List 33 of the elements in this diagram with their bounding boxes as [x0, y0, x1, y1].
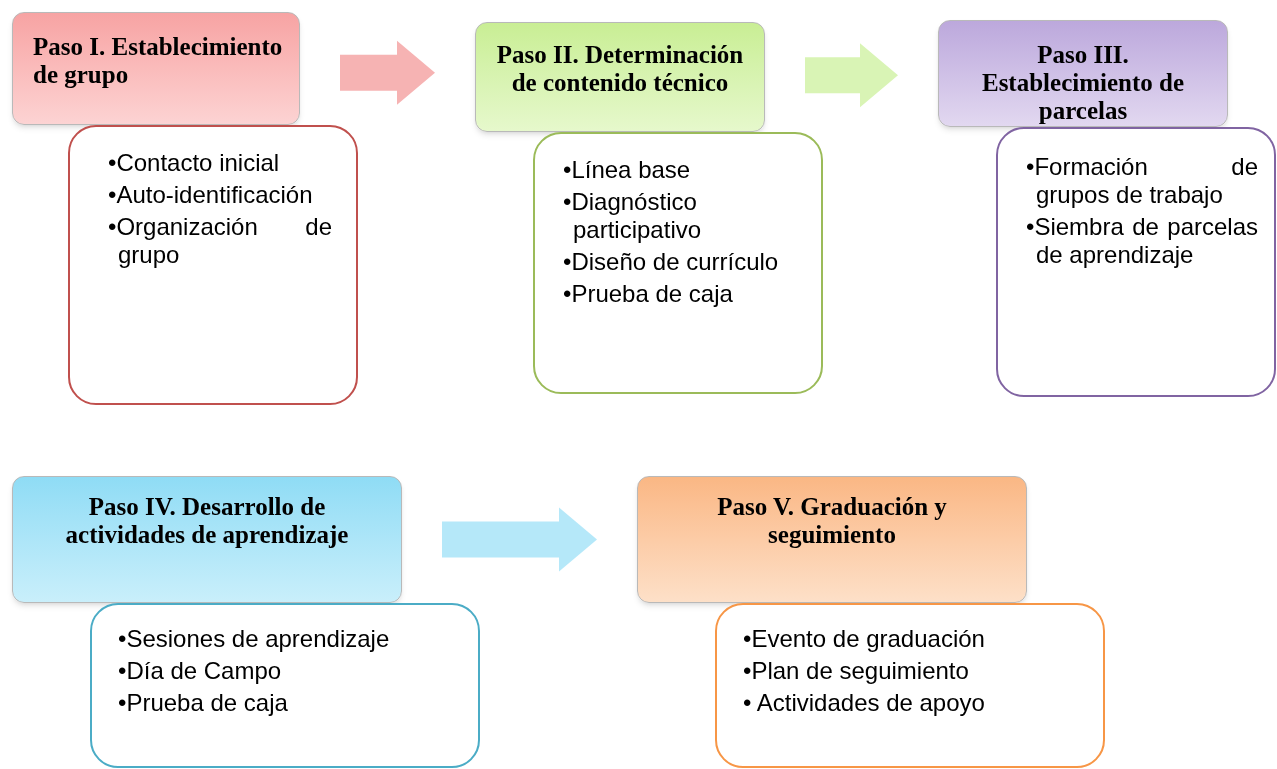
- bullet-item: •Plan de seguimiento: [743, 657, 970, 685]
- step-title: Paso IV. Desarrollo de actividades de aprendizaje: [64, 493, 350, 549]
- bullet-item: •Día de Campo: [118, 657, 283, 685]
- step-header-box: [12, 476, 402, 603]
- step-header-box: [475, 22, 765, 132]
- bullet-item: •Sesiones de aprendizaje: [118, 625, 391, 653]
- block-arrow: [805, 43, 898, 108]
- bullet-item: •Siembra de parcelas de aprendizaje: [1026, 213, 1258, 269]
- bullet-item: • Actividades de apoyo: [743, 689, 986, 717]
- bullet-item: •Diseño de currículo: [563, 248, 780, 276]
- bullet-item: •Organización de grupo: [108, 213, 332, 269]
- step-title: Paso I. Establecimiento de grupo: [33, 33, 284, 89]
- bullet-item: •Contacto inicial: [108, 149, 281, 177]
- step-detail-box: [533, 132, 823, 394]
- step-title: Paso V. Graduación y seguimiento: [716, 493, 948, 549]
- step-title: Paso III. Establecimiento de parcelas: [980, 41, 1186, 125]
- step-detail-box: [90, 603, 480, 768]
- bullet-item: •Línea base: [563, 156, 692, 184]
- step-detail-box: [996, 127, 1276, 397]
- block-arrow: [340, 40, 435, 105]
- bullet-item: •Formación de grupos de trabajo: [1026, 153, 1258, 209]
- bullet-item: •Prueba de caja: [563, 280, 734, 308]
- bullet-item: •Diagnóstico participativo: [563, 188, 703, 244]
- step-header-box: [637, 476, 1027, 603]
- step-header-box: [938, 20, 1228, 127]
- step-detail-box: [715, 603, 1105, 768]
- step-detail-box: [68, 125, 358, 405]
- bullet-item: •Prueba de caja: [118, 689, 289, 717]
- step-header-box: [12, 12, 300, 125]
- bullet-item: •Auto-identificación: [108, 181, 314, 209]
- block-arrow: [442, 507, 597, 572]
- bullet-item: •Evento de graduación: [743, 625, 986, 653]
- step-title: Paso II. Determinación de contenido técnico: [495, 41, 745, 97]
